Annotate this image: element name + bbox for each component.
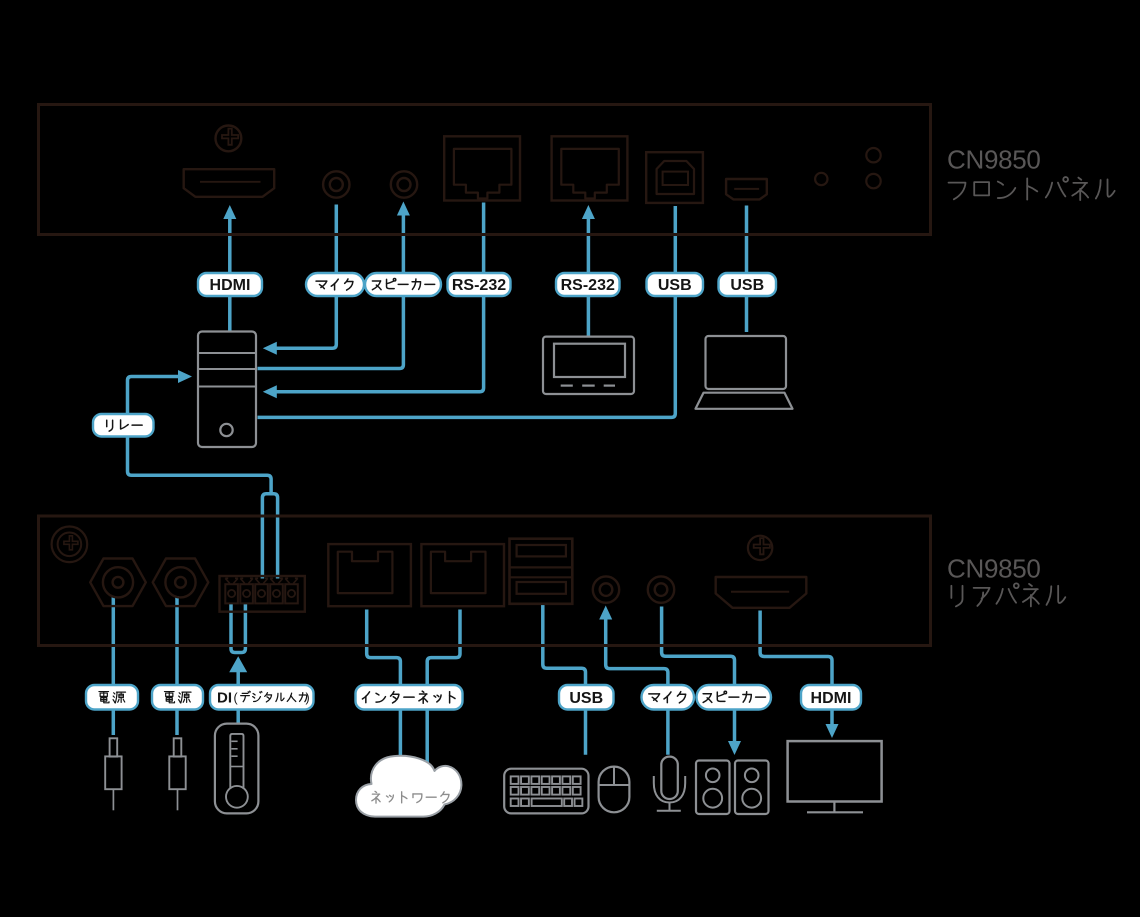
svg-text:USB: USB: [658, 277, 692, 294]
svg-text:): ): [306, 691, 310, 705]
svg-text:(: (: [234, 691, 239, 705]
svg-text:RS-232: RS-232: [561, 277, 615, 294]
svg-text:USB: USB: [569, 690, 603, 707]
svg-text:CN9850: CN9850: [947, 554, 1041, 584]
svg-text:CN9850: CN9850: [947, 145, 1041, 175]
svg-text:USB: USB: [730, 277, 764, 294]
svg-text:HDMI: HDMI: [811, 690, 852, 707]
svg-text:HDMI: HDMI: [210, 277, 251, 294]
svg-text:RS-232: RS-232: [452, 277, 506, 294]
svg-text:DI: DI: [217, 690, 232, 707]
